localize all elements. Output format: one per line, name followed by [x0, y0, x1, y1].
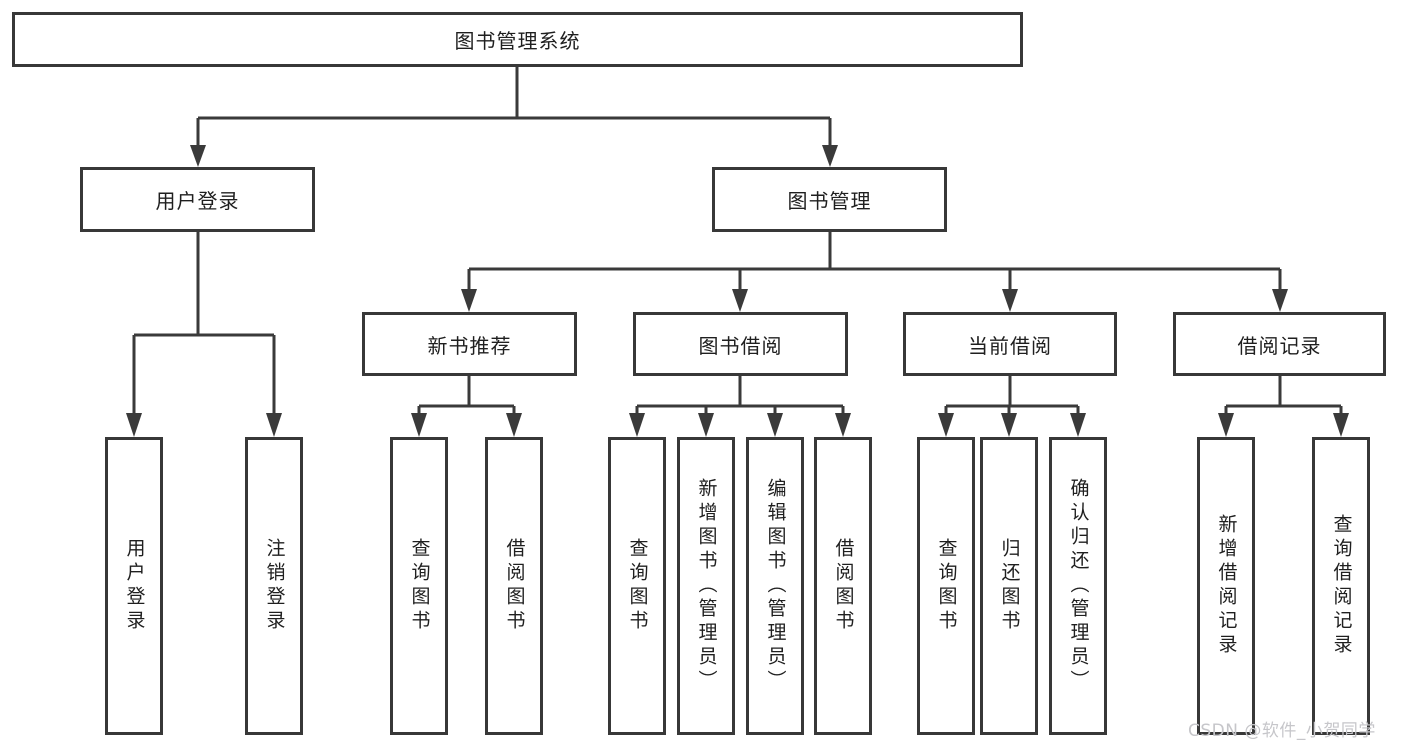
- leaf-add-book-admin: 新增图书（管理员）: [677, 437, 735, 735]
- leaf-borrow-books: 借阅图书: [814, 437, 872, 735]
- node-library-management-system: 图书管理系统: [12, 12, 1023, 67]
- leaf-query-books-current: 查询图书: [917, 437, 975, 735]
- node-new-book-recommend: 新书推荐: [362, 312, 577, 376]
- node-borrow-records: 借阅记录: [1173, 312, 1386, 376]
- leaf-borrow-books-recommend: 借阅图书: [485, 437, 543, 735]
- leaf-user-login: 用户登录: [105, 437, 163, 735]
- node-book-management: 图书管理: [712, 167, 947, 232]
- leaf-query-books-borrow: 查询图书: [608, 437, 666, 735]
- node-book-borrow: 图书借阅: [633, 312, 848, 376]
- node-current-borrow: 当前借阅: [903, 312, 1117, 376]
- node-user-login: 用户登录: [80, 167, 315, 232]
- leaf-logout: 注销登录: [245, 437, 303, 735]
- csdn-watermark: CSDN @软件_小贺同学: [1188, 721, 1376, 741]
- leaf-return-book: 归还图书: [980, 437, 1038, 735]
- leaf-add-borrow-record: 新增借阅记录: [1197, 437, 1255, 735]
- leaf-confirm-return-admin: 确认归还（管理员）: [1049, 437, 1107, 735]
- leaf-query-books-recommend: 查询图书: [390, 437, 448, 735]
- leaf-query-borrow-record: 查询借阅记录: [1312, 437, 1370, 735]
- leaf-edit-book-admin: 编辑图书（管理员）: [746, 437, 804, 735]
